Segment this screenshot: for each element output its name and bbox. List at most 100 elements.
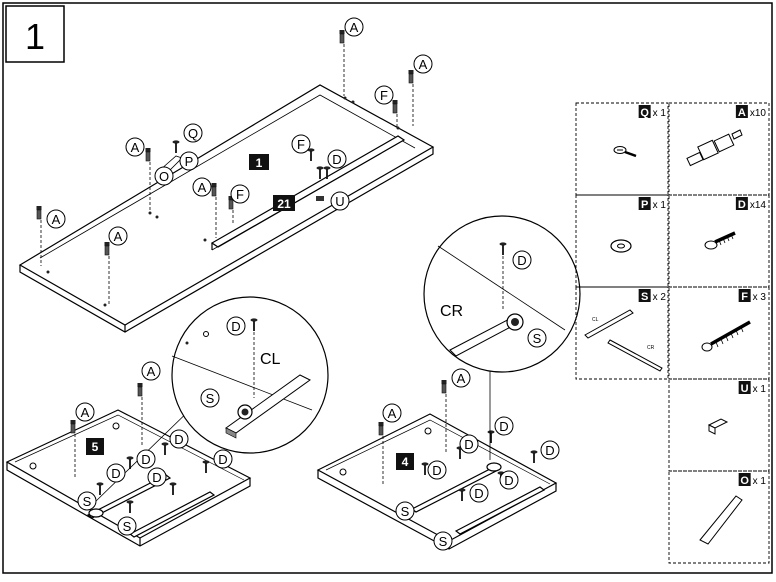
- part-letter-f: F: [741, 291, 748, 303]
- svg-text:CR: CR: [647, 345, 655, 351]
- top-panel-guides: [40, 44, 414, 305]
- letter-callout-f: F: [380, 88, 388, 103]
- letter-callout-circle: [179, 151, 199, 171]
- svg-text:1: 1: [256, 156, 263, 170]
- tool-icon: [699, 495, 743, 545]
- callout-cl: CL: [260, 351, 281, 368]
- part-letter-s: S: [641, 291, 648, 303]
- part-qty-o: x 1: [753, 476, 767, 487]
- letter-callout-d: D: [141, 452, 150, 467]
- part-qty-a: x10: [750, 108, 767, 119]
- washer-icon: [610, 239, 632, 253]
- letter-callout-d: D: [517, 253, 526, 268]
- letter-callout-circle: [459, 434, 479, 454]
- letter-callout-p: P: [185, 154, 194, 169]
- letter-callout-circle: [226, 316, 246, 336]
- letter-callout-a: A: [457, 371, 466, 386]
- letter-callout-circle: [433, 531, 453, 551]
- letter-callout-circle: [413, 54, 433, 74]
- part-letter-badge: [738, 289, 751, 302]
- part-letter-badge: [735, 197, 748, 210]
- small-screw-icon: [613, 146, 637, 158]
- letter-callout-circle: [291, 134, 311, 154]
- letter-callout-a: A: [147, 364, 156, 379]
- letter-callout-d: D: [432, 463, 441, 478]
- letter-callout-o: O: [159, 169, 169, 184]
- letter-callout-circle: [147, 467, 167, 487]
- svg-text:21: 21: [277, 197, 291, 211]
- letter-callout-s: S: [439, 534, 448, 549]
- part-letter-badge: [638, 105, 651, 118]
- letter-callout-u: U: [335, 194, 344, 209]
- letter-callout-circle: [108, 226, 128, 246]
- letter-callout-circle: [330, 191, 350, 211]
- letter-callout-circle: [136, 449, 156, 469]
- svg-text:5: 5: [92, 440, 99, 454]
- callout-cr: CR: [440, 303, 463, 320]
- letter-callout-circle: [427, 460, 447, 480]
- letter-callout-circle: [141, 361, 161, 381]
- letter-callout-circle: [382, 403, 402, 423]
- letter-callout-s: S: [123, 519, 132, 534]
- letter-callout-circle: [213, 449, 233, 469]
- part-letter-badge: [638, 197, 651, 210]
- letter-callout-circle: [183, 123, 203, 143]
- wood-screw-icon: [704, 231, 736, 250]
- letter-callout-circle: [327, 149, 347, 169]
- outer-frame: [2, 2, 773, 574]
- letter-callout-d: D: [464, 437, 473, 452]
- letter-callout-circle: [200, 388, 220, 408]
- letter-callout-circle: [344, 17, 364, 37]
- letter-callout-s: S: [206, 391, 215, 406]
- top-panel-board: [18, 84, 435, 333]
- letter-callout-circle: [106, 463, 126, 483]
- letter-callout-a: A: [350, 20, 359, 35]
- letter-callout-circle: [117, 516, 137, 536]
- letter-callout-d: D: [474, 486, 483, 501]
- letter-callout-circle: [125, 137, 145, 157]
- part-letter-q: Q: [640, 107, 649, 119]
- bottom-right-panel: [316, 413, 558, 550]
- letter-callout-a: A: [81, 405, 90, 420]
- svg-text:4: 4: [402, 455, 409, 469]
- bottom-left-panel: [5, 409, 252, 547]
- bottom-left-detail-circle: [93, 296, 329, 504]
- part-qty-d: x14: [750, 200, 767, 211]
- letter-callout-a: A: [198, 180, 207, 195]
- part-letter-a: A: [738, 107, 746, 119]
- bottom-left-badge-5: 5: [86, 438, 104, 455]
- letter-callout-d: D: [111, 466, 120, 481]
- letter-callout-circle: [540, 440, 560, 460]
- svg-text:CL: CL: [592, 317, 599, 323]
- letter-callout-f: F: [236, 187, 244, 202]
- part-qty-f: x 3: [753, 292, 767, 303]
- letter-callout-a: A: [388, 406, 397, 421]
- letter-callout-d: D: [504, 473, 513, 488]
- part-letter-badge: [738, 381, 751, 394]
- top-badge-21: 21: [273, 195, 295, 211]
- part-letter-u: U: [741, 383, 749, 395]
- letter-callout-circle: [512, 250, 532, 270]
- letter-callout-circle: [374, 85, 394, 105]
- letter-callout-d: D: [218, 452, 227, 467]
- part-qty-p: x 1: [653, 200, 667, 211]
- letter-callout-d: D: [174, 432, 183, 447]
- letter-callout-circle: [499, 470, 519, 490]
- letter-callout-a: A: [114, 229, 123, 244]
- letter-callout-circle: [46, 209, 66, 229]
- letter-callout-d: D: [231, 319, 240, 334]
- bottom-left-holes: [29, 422, 120, 470]
- letter-callout-circle: [75, 402, 95, 422]
- letter-callout-circle: [395, 501, 415, 521]
- part-letter-badge: [735, 105, 748, 118]
- parts-grid: [575, 102, 770, 564]
- part-letter-d: D: [738, 199, 746, 211]
- part-qty-q: x 1: [653, 108, 667, 119]
- part-letter-o: O: [740, 475, 749, 487]
- part-qty-u: x 1: [753, 384, 767, 395]
- letter-callout-a: A: [131, 140, 140, 155]
- top-badge-1: 1: [249, 154, 269, 170]
